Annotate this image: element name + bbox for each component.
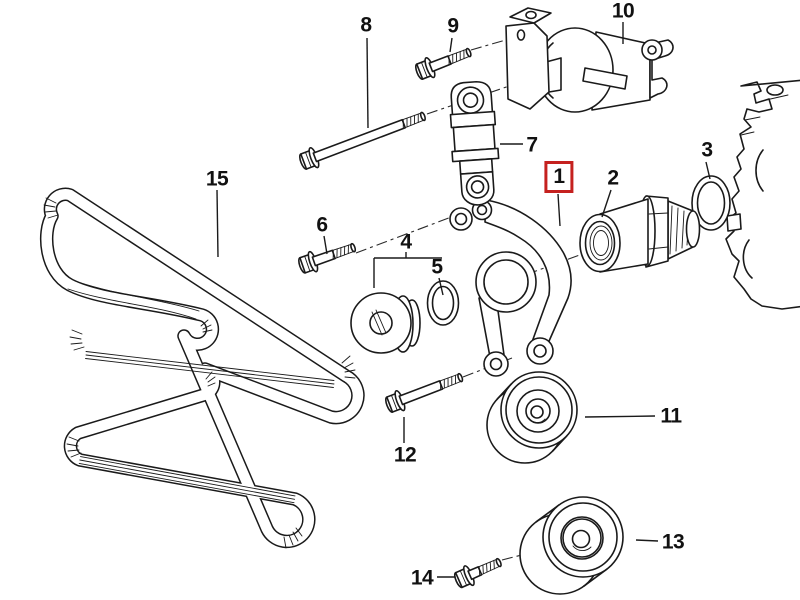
part-label-12[interactable]: 12 [393,443,417,467]
part-3-o-ring-drawing [691,175,731,231]
part-12-bolt-drawing [382,372,465,417]
part-label-15[interactable]: 15 [205,167,229,191]
part-label-8[interactable]: 8 [360,13,372,37]
part-4-hub-drawing [350,292,421,354]
engine-block-fragment-drawing [725,79,800,310]
part-label-2[interactable]: 2 [607,166,619,190]
part-label-11[interactable]: 11 [660,404,682,428]
part-5-o-ring-drawing [426,280,460,326]
part-13-deflection-pulley-drawing [519,496,624,595]
part-label-9[interactable]: 9 [447,14,459,38]
part-label-10[interactable]: 10 [611,0,635,23]
part-11-tensioner-pulley-drawing [486,371,578,464]
part-8-long-bolt-drawing [296,111,427,174]
part-label-13[interactable]: 13 [661,530,685,554]
part-9-bolt-drawing [412,47,473,84]
part-1-tensioner-arm-drawing [449,199,572,377]
part-label-14[interactable]: 14 [410,566,434,590]
belt-bend-hatch [43,197,59,219]
part-label-7[interactable]: 7 [526,133,538,157]
part-label-6[interactable]: 6 [316,213,328,237]
part-6-bolt-drawing [295,242,357,277]
part-2-spacer-bushing-drawing [579,195,701,273]
part-label-5[interactable]: 5 [431,255,443,279]
part-10-bracket-drawing [505,7,674,113]
label-leader-lines [216,22,711,578]
part-14-bolt-drawing [451,557,503,592]
part-label-4[interactable]: 4 [400,230,412,254]
part-7-tensioner-damper-drawing [449,80,500,206]
part-label-1[interactable]: 1 [544,161,574,193]
part-15-ribbed-belt-drawing [40,187,365,549]
part-label-3[interactable]: 3 [701,138,713,162]
